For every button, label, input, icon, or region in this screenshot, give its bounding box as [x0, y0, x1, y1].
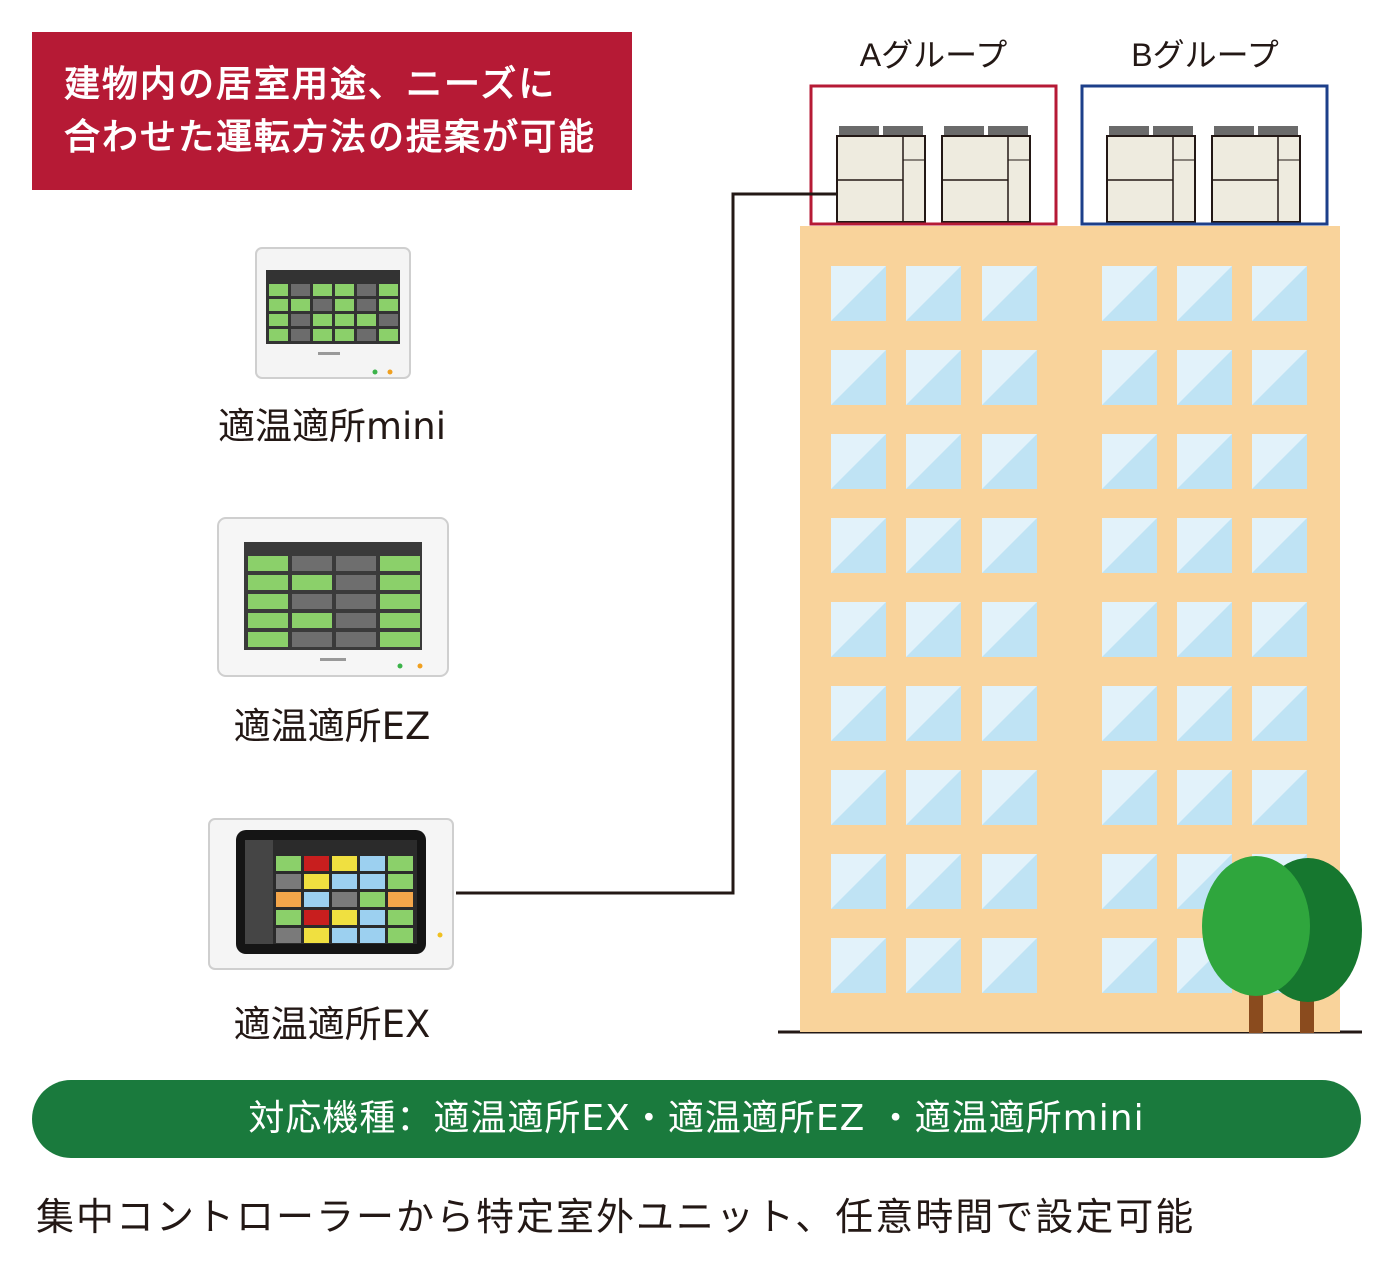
device-ex-label: 適温適所EX [233, 1003, 431, 1046]
window [1252, 350, 1307, 405]
window [1102, 434, 1157, 489]
window [982, 854, 1037, 909]
window [1177, 350, 1232, 405]
tree-icon [1202, 856, 1362, 1033]
window [982, 350, 1037, 405]
outdoor-unit [1106, 126, 1196, 223]
footer-note: 集中コントローラーから特定室外ユニット、任意時間で設定可能 [36, 1195, 1196, 1239]
window [906, 350, 961, 405]
window [906, 518, 961, 573]
window [982, 938, 1037, 993]
compatible-models-banner: 対応機種：適温適所EX・適温適所EZ ・適温適所mini [32, 1080, 1361, 1158]
outdoor-units [836, 126, 1301, 223]
window [831, 350, 886, 405]
window [1102, 266, 1157, 321]
window [906, 434, 961, 489]
window [982, 770, 1037, 825]
window [1177, 518, 1232, 573]
window [982, 434, 1037, 489]
window [831, 266, 886, 321]
device-mini-image [255, 247, 411, 379]
window [831, 686, 886, 741]
window [1252, 266, 1307, 321]
window [906, 938, 961, 993]
window [1252, 602, 1307, 657]
device-ez-image [217, 517, 449, 677]
window [1177, 686, 1232, 741]
window [1252, 770, 1307, 825]
window [1252, 518, 1307, 573]
window [831, 854, 886, 909]
outdoor-unit [941, 126, 1031, 223]
window [831, 518, 886, 573]
window [906, 686, 961, 741]
window [831, 602, 886, 657]
group-a-label: Aグループ [859, 37, 1008, 73]
window [1102, 854, 1157, 909]
window [1102, 518, 1157, 573]
window [906, 854, 961, 909]
window [982, 602, 1037, 657]
window [982, 686, 1037, 741]
outdoor-unit [836, 126, 926, 223]
headline-line-1: 建物内の居室用途、ニーズに [64, 64, 557, 105]
headline-line-2: 合わせた運転方法の提案が可能 [64, 117, 597, 158]
window [906, 602, 961, 657]
window [1177, 602, 1232, 657]
group-a-frame [809, 84, 1058, 226]
window [831, 938, 886, 993]
window [1177, 770, 1232, 825]
window [906, 770, 961, 825]
window [906, 266, 961, 321]
window [982, 266, 1037, 321]
window [1252, 434, 1307, 489]
group-b-frame [1080, 84, 1329, 226]
window [831, 434, 886, 489]
window [1102, 770, 1157, 825]
window [1102, 350, 1157, 405]
window [1102, 938, 1157, 993]
window [1177, 434, 1232, 489]
window [982, 518, 1037, 573]
device-mini-label: 適温適所mini [217, 405, 447, 448]
window [1102, 602, 1157, 657]
device-ez-label: 適温適所EZ [233, 705, 431, 748]
connection-line [456, 192, 838, 895]
window [1177, 266, 1232, 321]
headline-box: 建物内の居室用途、ニーズに 合わせた運転方法の提案が可能 [32, 32, 632, 190]
device-ex-image [208, 818, 454, 970]
window [1252, 686, 1307, 741]
outdoor-unit [1211, 126, 1301, 223]
window [831, 770, 886, 825]
group-b-label: Bグループ [1131, 37, 1279, 73]
window [1102, 686, 1157, 741]
